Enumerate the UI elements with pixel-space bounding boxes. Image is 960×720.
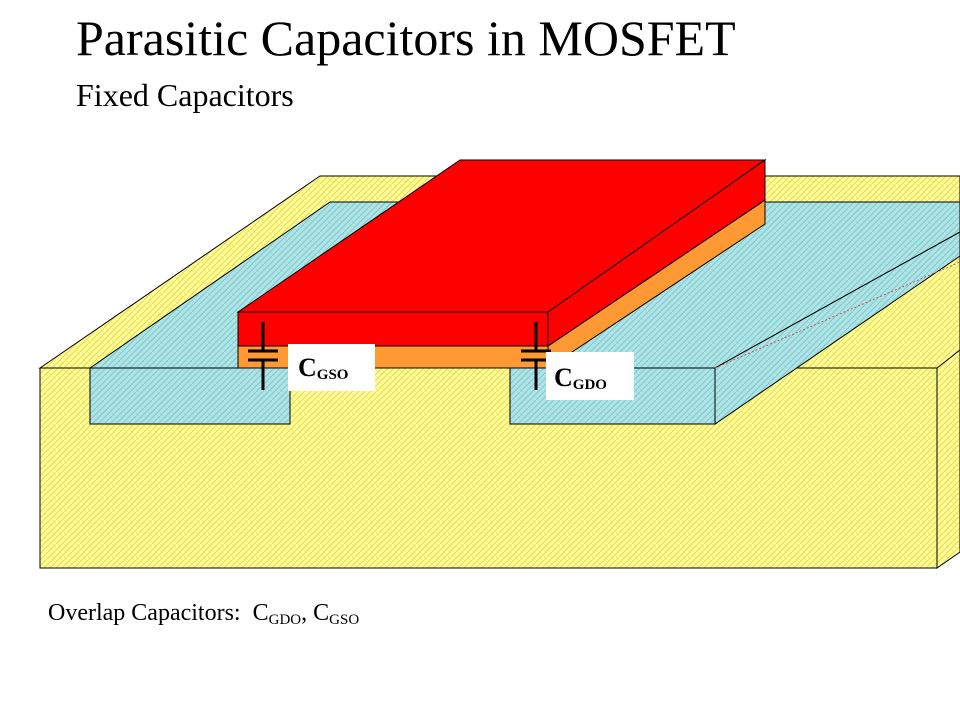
overlap-caption: Overlap Capacitors: CGDO, CGSO bbox=[48, 600, 359, 629]
slide-subtitle: Fixed Capacitors bbox=[76, 77, 294, 113]
channel-edge-line bbox=[714, 261, 960, 369]
caption-prefix: Overlap Capacitors: bbox=[48, 600, 253, 626]
cgso-label-sub: GSO bbox=[316, 367, 349, 383]
cgdo-label-main: C bbox=[554, 363, 573, 392]
caption-term1-main: C bbox=[252, 600, 269, 626]
caption-separator: , bbox=[301, 600, 314, 626]
cgso-label: CGSO bbox=[288, 344, 375, 391]
cgso-capacitor-symbol bbox=[248, 322, 278, 390]
source-diffusion-front bbox=[89, 367, 291, 425]
gate-front bbox=[237, 311, 549, 347]
caption-term2-main: C bbox=[313, 600, 330, 626]
slide-title: Parasitic Capacitors in MOSFET bbox=[76, 10, 736, 66]
caption-term2-sub: GSO bbox=[329, 612, 360, 628]
gate-oxide-front bbox=[237, 345, 549, 369]
cgdo-label: CGDO bbox=[546, 352, 634, 400]
drain-diffusion-side bbox=[714, 231, 960, 425]
gate-side bbox=[547, 159, 766, 347]
substrate-right-face bbox=[936, 349, 960, 569]
cgdo-label-sub: GDO bbox=[572, 377, 607, 393]
cgso-label-main: C bbox=[298, 353, 317, 382]
caption-term1-sub: GDO bbox=[268, 612, 302, 628]
